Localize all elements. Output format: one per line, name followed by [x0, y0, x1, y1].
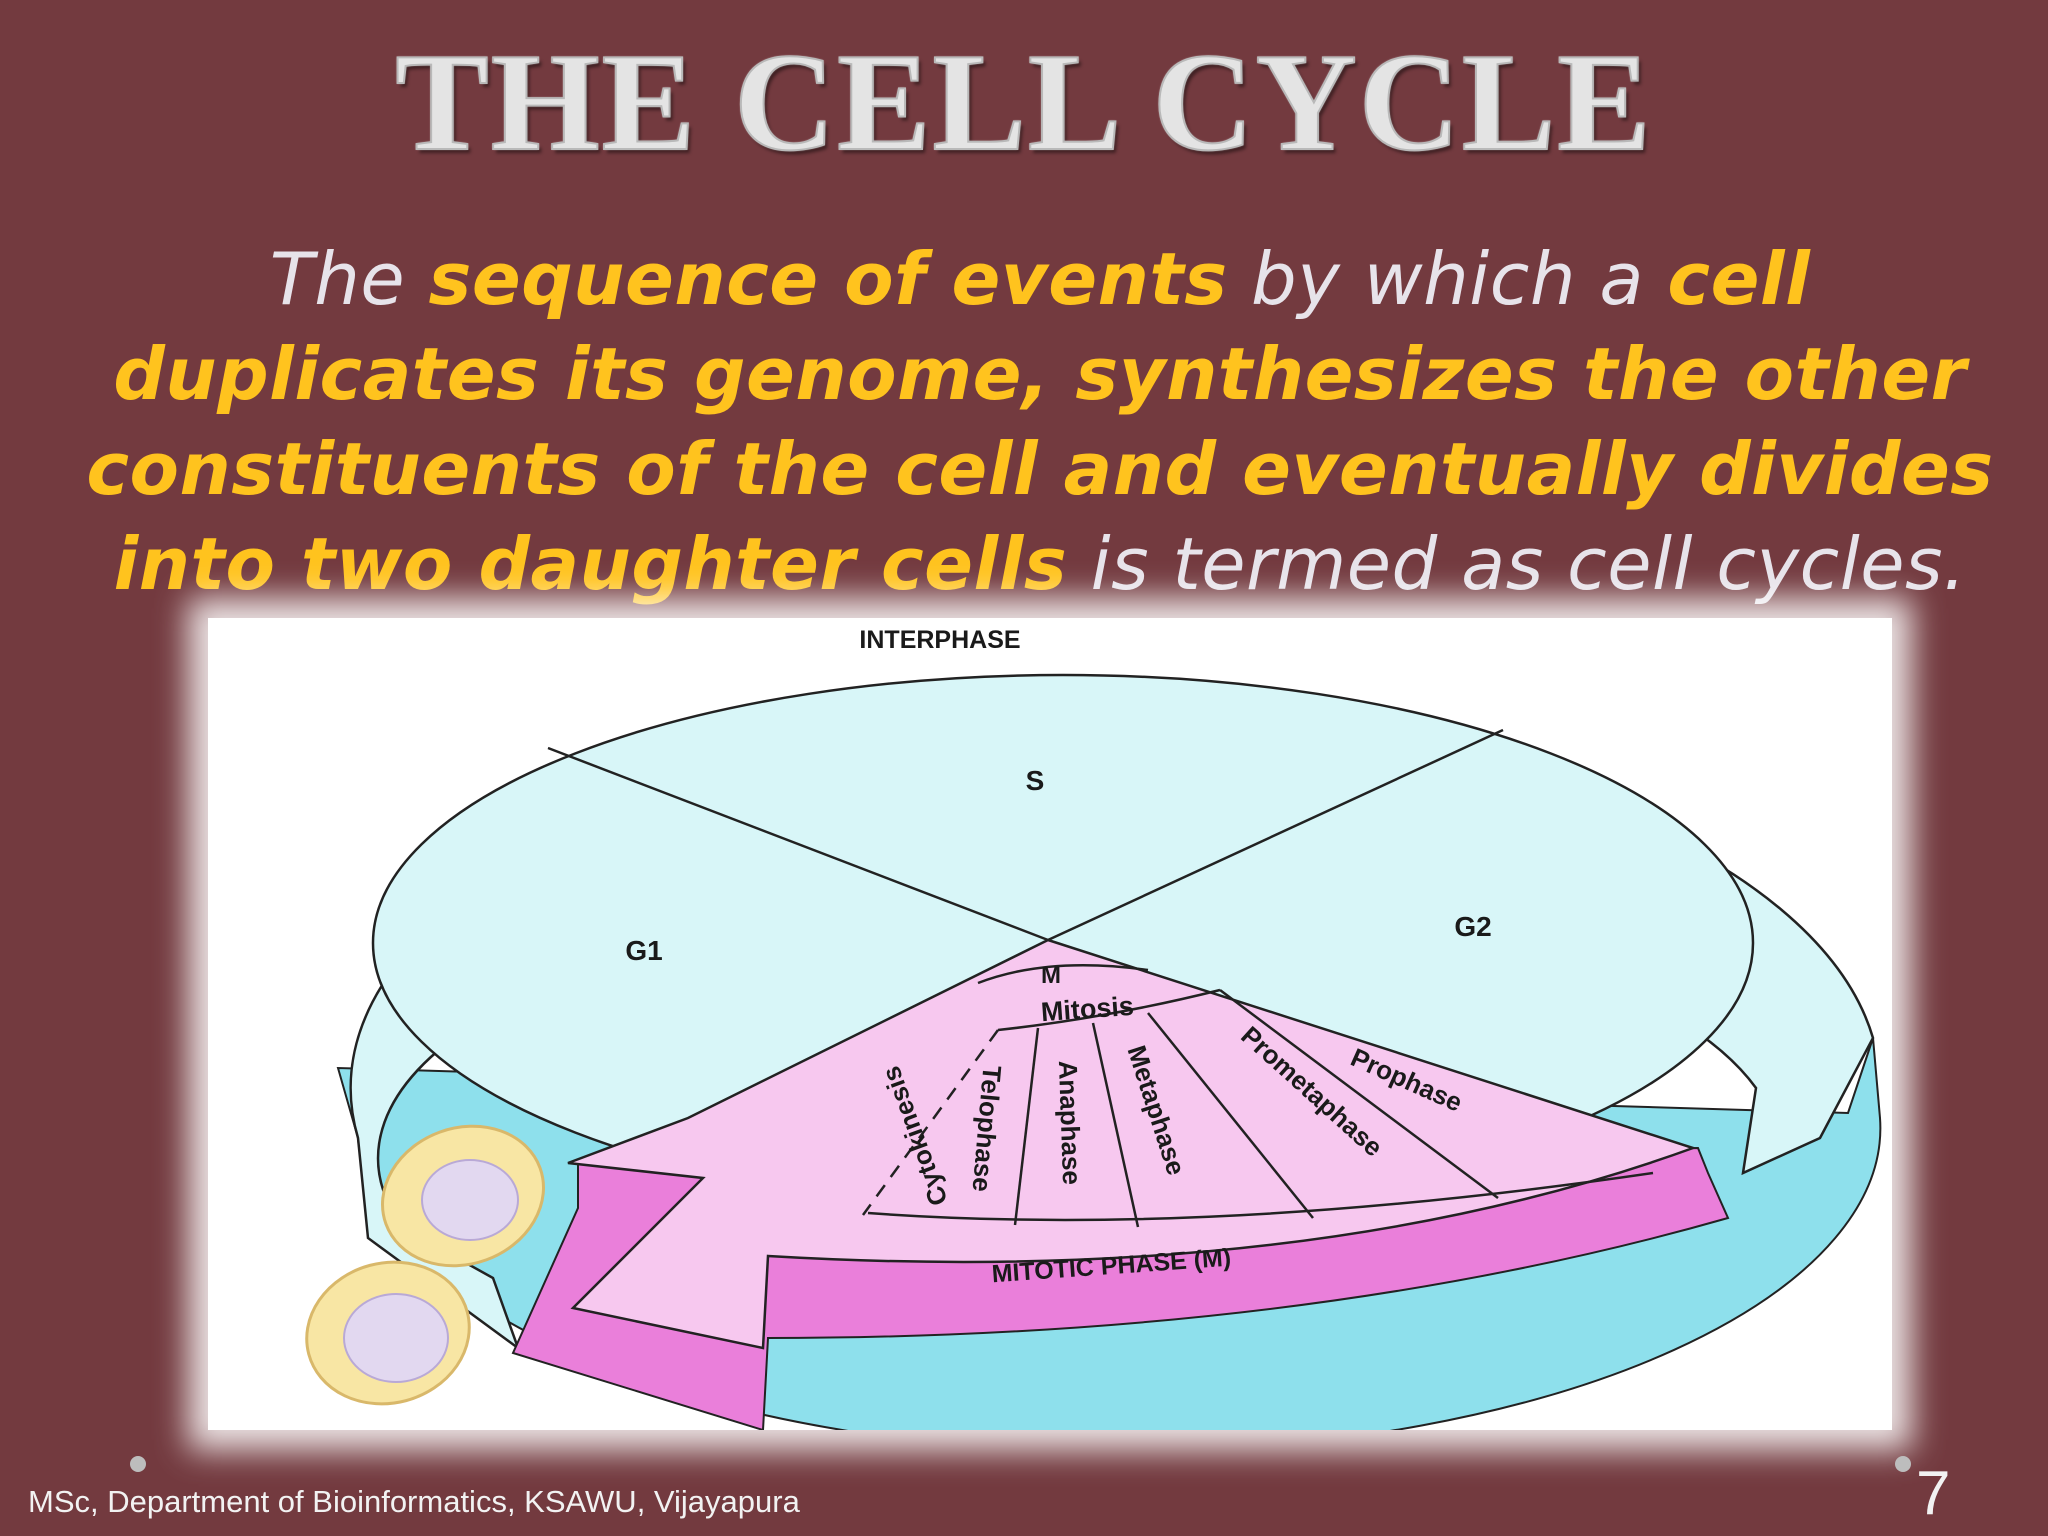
mitotic-wedge	[567, 938, 1697, 1350]
cell-cycle-svg: INTERPHASE S G1 G2 M Mitosis Cytokinesis…	[305, 626, 1882, 1430]
desc-part: by which a	[1227, 237, 1668, 321]
s-label: S	[1026, 765, 1045, 796]
page-number: 7	[1916, 1459, 1951, 1528]
stage-anaphase: Anaphase	[1053, 1060, 1087, 1185]
g2-label: G2	[1454, 911, 1491, 942]
interphase-label: INTERPHASE	[859, 626, 1020, 654]
bullet-dot	[1895, 1456, 1911, 1472]
cell-cycle-diagram: INTERPHASE S G1 G2 M Mitosis Cytokinesis…	[208, 618, 1892, 1430]
desc-part: The	[269, 237, 429, 321]
arc-mitosis	[997, 988, 1221, 1032]
stage-divider	[1147, 1012, 1314, 1219]
divider-s-g2	[1047, 728, 1504, 942]
daughter-cell-nucleus	[343, 1293, 449, 1383]
bullet-dot	[130, 1456, 146, 1472]
daughter-cell-nucleus	[421, 1159, 519, 1241]
desc-highlight: cell duplicates its genome, synthesizes …	[86, 237, 1994, 606]
desc-part: is termed as cell cycles.	[1067, 522, 1967, 606]
arc-m	[977, 963, 1149, 985]
footer-text: MSc, Department of Bioinformatics, KSAWU…	[28, 1484, 800, 1519]
m-label: M	[1041, 962, 1061, 989]
stage-divider	[1219, 988, 1499, 1200]
desc-highlight: sequence of events	[428, 237, 1228, 321]
stage-divider	[1091, 1022, 1140, 1228]
mitosis-label: Mitosis	[1040, 991, 1135, 1027]
g1-label: G1	[625, 935, 662, 966]
slide-title: THE CELL CYCLE	[394, 24, 1653, 181]
stage-divider	[1013, 1027, 1040, 1226]
slide-description: The sequence of events by which a cell d…	[70, 232, 2010, 612]
arc-stage-base	[867, 1171, 1654, 1222]
divider-g1-s	[547, 746, 1049, 942]
